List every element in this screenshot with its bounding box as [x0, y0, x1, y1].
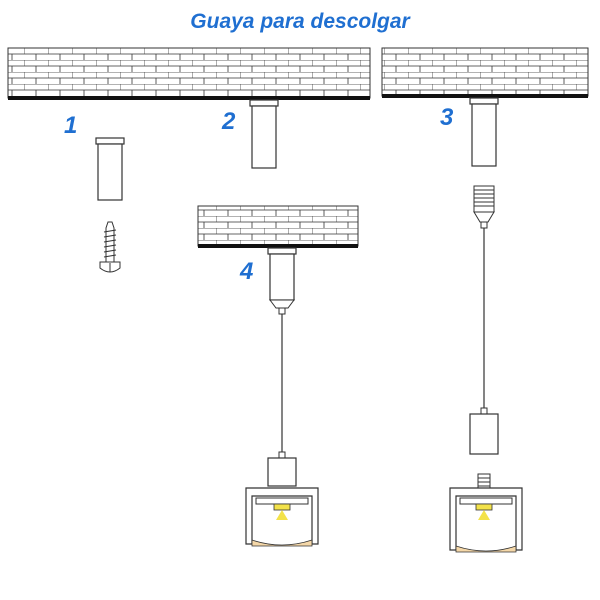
step-number-1: 1	[64, 112, 78, 139]
step-number-4: 4	[240, 258, 254, 285]
threaded-connector-icon	[473, 185, 495, 229]
threaded-connector-icon	[269, 299, 295, 315]
wall-anchor-icon	[95, 137, 125, 201]
wall-anchor-icon	[267, 247, 297, 301]
wall-anchor-icon	[469, 97, 499, 167]
led-profile-icon	[245, 487, 319, 547]
brick-ceiling-icon	[7, 47, 371, 100]
cable-gripper-icon	[267, 451, 297, 487]
led-profile-icon	[449, 473, 523, 553]
wall-anchor-icon	[249, 99, 279, 169]
step-number-3: 3	[440, 104, 454, 131]
step-number-2: 2	[222, 108, 236, 135]
screw-icon	[99, 221, 121, 273]
diagram-title: Guaya para descolgar	[190, 10, 410, 33]
brick-ceiling-icon	[381, 47, 589, 98]
cable-gripper-icon	[469, 407, 499, 455]
brick-ceiling-icon	[197, 205, 359, 248]
